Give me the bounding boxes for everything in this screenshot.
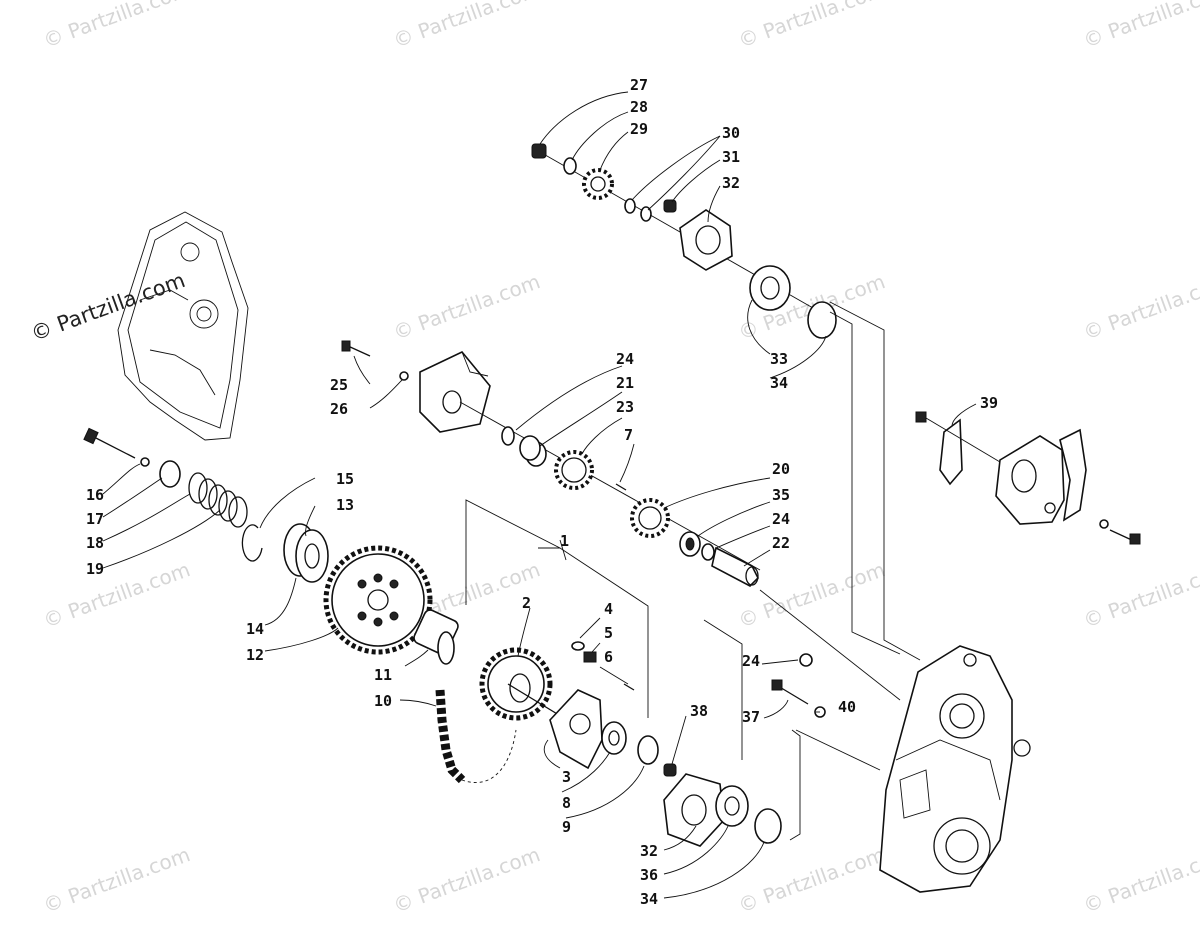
callout-20: 20: [772, 460, 790, 478]
pin-6: [623, 683, 635, 691]
callout-28: 28: [630, 98, 648, 116]
callout-38: 38: [690, 702, 708, 720]
nut-38: [663, 763, 677, 777]
callout-32-upper: 32: [722, 174, 740, 192]
nut-31: [663, 199, 677, 213]
callout-14: 14: [246, 620, 264, 638]
bearing-flange-32-lower: [663, 773, 725, 847]
callout-12: 12: [246, 646, 264, 664]
callout-10: 10: [374, 692, 392, 710]
callout-35: 35: [772, 486, 790, 504]
callout-11: 11: [374, 666, 392, 684]
bearing-36: [715, 785, 749, 827]
washer-30b: [640, 206, 652, 222]
chaincase-cover: [117, 211, 249, 441]
leader-lines: [102, 91, 977, 899]
callout-6: 6: [604, 648, 613, 666]
callout-24-lower: 24: [742, 652, 760, 670]
nut-39: [915, 411, 927, 423]
callout-16: 16: [86, 486, 104, 504]
bearing-flange-32-upper: [679, 209, 733, 271]
callout-13: 13: [336, 496, 354, 514]
bearing-35: [679, 531, 701, 557]
callout-34-lower: 34: [640, 890, 658, 908]
bearing-13: [283, 523, 329, 583]
callout-27: 27: [630, 76, 648, 94]
driven-sprocket-12: [323, 545, 433, 655]
callout-25: 25: [330, 376, 348, 394]
gear-2: [479, 647, 553, 721]
callout-18: 18: [86, 534, 104, 552]
callout-17: 17: [86, 510, 104, 528]
cap-18: [159, 460, 181, 488]
sprocket-29: [582, 168, 614, 200]
bolt-right: [1109, 529, 1141, 545]
cam-plate-3: [549, 689, 603, 770]
callout-8: 8: [562, 794, 571, 812]
callout-37: 37: [742, 708, 760, 726]
callout-1: 1: [560, 532, 569, 550]
fitting-37: [771, 679, 809, 705]
washer-24-mid: [701, 543, 715, 561]
right-cover: [995, 428, 1087, 525]
washer-17: [140, 457, 150, 467]
tensioner-bolt-16: [83, 427, 136, 459]
callout-30: 30: [722, 124, 740, 142]
callout-36: 36: [640, 866, 658, 884]
washer-24-upper: [501, 426, 515, 446]
callout-5: 5: [604, 624, 613, 642]
callout-32-lower: 32: [640, 842, 658, 860]
callout-4: 4: [604, 600, 613, 618]
callout-33: 33: [770, 350, 788, 368]
bearing-8: [601, 721, 627, 755]
callout-2: 2: [522, 594, 531, 612]
callout-19: 19: [86, 560, 104, 578]
washer-28: [563, 157, 577, 175]
shaft-22: [711, 546, 759, 587]
callout-3: 3: [562, 768, 571, 786]
gear-20: [630, 498, 670, 538]
sprocket-hub-11: [413, 609, 459, 665]
callout-24-upper: 24: [616, 350, 634, 368]
callout-29: 29: [630, 120, 648, 138]
nut-27: [531, 143, 547, 159]
callout-7: 7: [624, 426, 633, 444]
callout-23: 23: [616, 398, 634, 416]
gear-23: [554, 450, 594, 490]
o-ring-34-lower: [754, 808, 782, 844]
callout-numbers: 1 2 3 4 5 6 7 8 9 10 11 12 13 14 15 16 1…: [86, 76, 998, 908]
washer-26: [399, 371, 409, 381]
pin-7: [615, 483, 627, 491]
callout-40: 40: [838, 698, 856, 716]
callout-34-upper: 34: [770, 374, 788, 392]
washer-right: [1099, 519, 1109, 529]
snap-ring-15: [241, 524, 263, 562]
bracket-39: [939, 418, 963, 486]
washer-30a: [624, 198, 636, 214]
callout-24-mid: 24: [772, 510, 790, 528]
chain-10: [435, 689, 517, 784]
bearing-33: [749, 265, 791, 311]
callout-9: 9: [562, 818, 571, 836]
mount-bracket: [419, 351, 491, 433]
chaincase-housing: [879, 645, 1031, 893]
callout-26: 26: [330, 400, 348, 418]
bolt-25: [341, 340, 371, 357]
callout-31: 31: [722, 148, 740, 166]
nut-5: [583, 651, 597, 663]
callout-39: 39: [980, 394, 998, 412]
washer-4: [571, 641, 585, 651]
callout-15: 15: [336, 470, 354, 488]
spacer-21: [519, 435, 547, 467]
callout-21: 21: [616, 374, 634, 392]
spring-19: [188, 472, 248, 528]
callout-22: 22: [772, 534, 790, 552]
washer-9: [637, 735, 659, 765]
washer-24-lower: [799, 653, 813, 667]
o-ring-34-upper: [807, 301, 837, 339]
